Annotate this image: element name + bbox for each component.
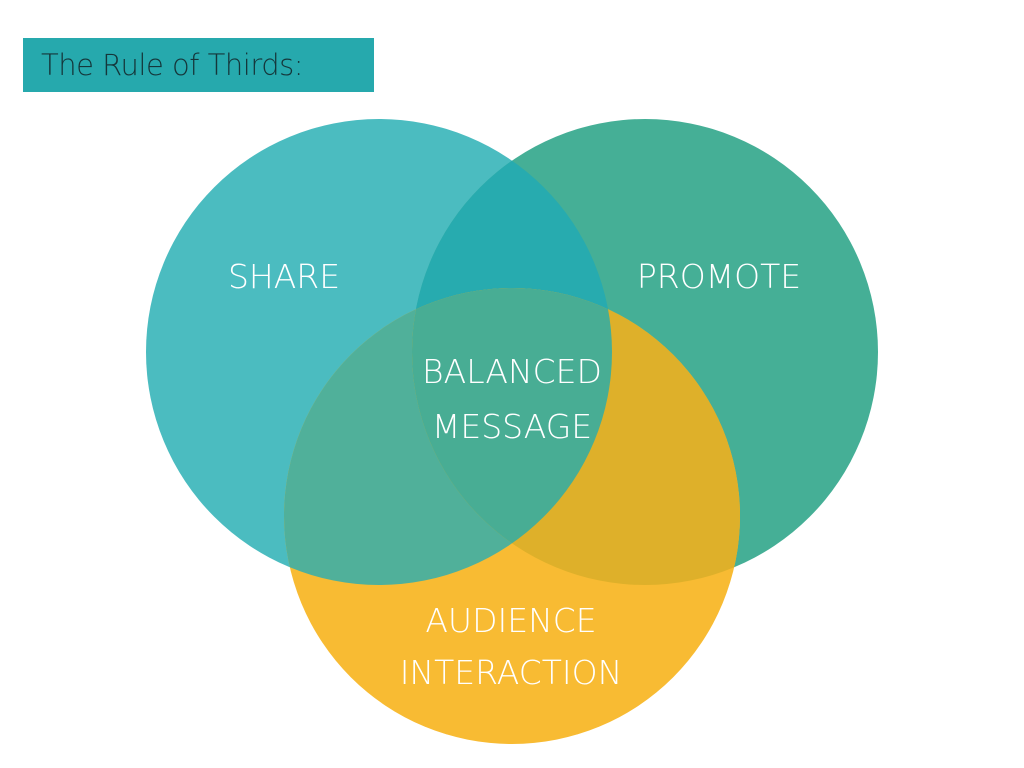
title-banner: The Rule of Thirds:	[23, 38, 374, 92]
overlap-center	[412, 288, 612, 585]
label-center-line2: MESSAGE	[432, 407, 592, 446]
label-audience-line2: INTERACTION	[400, 653, 623, 692]
label-share: SHARE	[228, 257, 340, 296]
page-title: The Rule of Thirds:	[41, 48, 304, 82]
label-promote: PROMOTE	[637, 257, 801, 296]
label-center-line1: BALANCED	[422, 352, 602, 391]
label-audience-line1: AUDIENCE	[425, 601, 596, 640]
